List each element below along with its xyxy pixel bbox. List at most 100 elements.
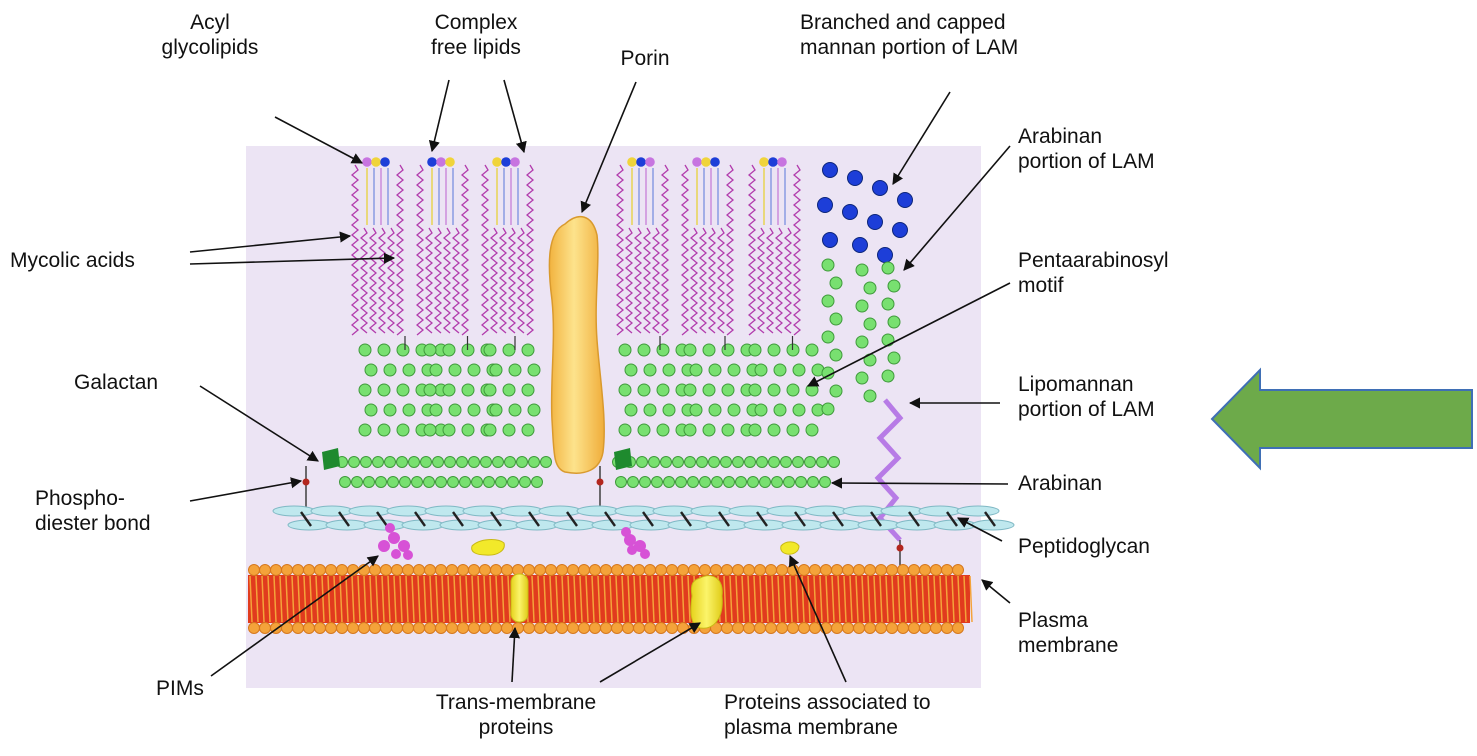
label-membrane-proteins: Proteins associated to plasma membrane [724, 690, 994, 740]
lipid-head-inner [656, 623, 667, 634]
glycan-strand [577, 506, 619, 516]
arabinose-bead [768, 384, 780, 396]
lipid-head-inner [249, 623, 260, 634]
arabinose-bead [522, 424, 534, 436]
label-galactan: Galactan [74, 370, 204, 395]
arabinose-bead [532, 477, 543, 488]
lipid-head-outer [370, 565, 381, 576]
lipid-head [627, 157, 637, 167]
mannose-bead [873, 181, 888, 196]
arabinose-bead [430, 364, 442, 376]
glycan-strand [881, 506, 923, 516]
lipid-head-outer [403, 565, 414, 576]
arabinose-bead [397, 384, 409, 396]
glycan-strand [349, 506, 391, 516]
lipid-head-outer [436, 565, 447, 576]
arabinose-bead [481, 457, 492, 468]
lipid-head-outer [414, 565, 425, 576]
lipid-head-outer [909, 565, 920, 576]
lipid-head-outer [645, 565, 656, 576]
glycan-strand [805, 506, 847, 516]
arabinose-bead [793, 457, 804, 468]
arabinose-bead [888, 316, 900, 328]
arabinose-bead [628, 477, 639, 488]
lipid-head-outer [480, 565, 491, 576]
lipid-head-inner [414, 623, 425, 634]
arabinose-bead [508, 477, 519, 488]
lipid-head-inner [843, 623, 854, 634]
arabinose-bead [709, 457, 720, 468]
lipid-head-outer [249, 565, 260, 576]
arabinose-bead [349, 457, 360, 468]
arabinose-bead [352, 477, 363, 488]
arabinose-bead [749, 384, 761, 396]
lipid-head [436, 157, 446, 167]
glycan-strand [615, 506, 657, 516]
arabinose-bead [638, 384, 650, 396]
lipid-head-inner [612, 623, 623, 634]
arabinose-bead [690, 404, 702, 416]
arabinose-bead [793, 404, 805, 416]
mannose-bead [878, 248, 893, 263]
arabinose-bead [616, 477, 627, 488]
arabinose-bead [806, 424, 818, 436]
lipid-head-outer [612, 565, 623, 576]
glycan-strand [691, 506, 733, 516]
arabinose-bead [856, 372, 868, 384]
arabinose-bead [787, 384, 799, 396]
lipid-head-outer [678, 565, 689, 576]
arabinose-bead [657, 384, 669, 396]
label-pims: PIMs [156, 676, 236, 701]
lipid-head-inner [293, 623, 304, 634]
arabinose-bead [517, 457, 528, 468]
arabinose-bead [462, 384, 474, 396]
lipid-head-outer [898, 565, 909, 576]
mannose-bead [823, 233, 838, 248]
arabinose-bead [685, 457, 696, 468]
lipid-head-inner [359, 623, 370, 634]
arabinose-bead [541, 457, 552, 468]
lipid-head-outer [854, 565, 865, 576]
arabinose-bead [722, 384, 734, 396]
phosphodiester-dot [597, 479, 604, 486]
arabinose-bead [882, 334, 894, 346]
arabinose-bead [755, 404, 767, 416]
lipid-head [427, 157, 437, 167]
lipid-head [501, 157, 511, 167]
arabinose-bead [359, 344, 371, 356]
lipid-head-inner [315, 623, 326, 634]
lipid-head [510, 157, 520, 167]
lipid-head-inner [634, 623, 645, 634]
arabinose-bead [736, 477, 747, 488]
lipid-head-outer [920, 565, 931, 576]
lipid-head-inner [469, 623, 480, 634]
arabinose-bead [361, 457, 372, 468]
lipid-head-outer [381, 565, 392, 576]
arabinose-bead [703, 384, 715, 396]
lipid-head-outer [590, 565, 601, 576]
arabinose-bead [443, 344, 455, 356]
lipid-head-outer [392, 565, 403, 576]
arabinose-bead [403, 364, 415, 376]
arabinose-bead [649, 457, 660, 468]
arabinose-bead [472, 477, 483, 488]
arabinose-bead [856, 300, 868, 312]
arabinose-bead [709, 364, 721, 376]
lipid-head-outer [535, 565, 546, 576]
label-arabinan: Arabinan [1018, 471, 1158, 496]
glycan-strand [919, 506, 961, 516]
arabinose-bead [625, 404, 637, 416]
lipid-head-inner [502, 623, 513, 634]
glycan-strand [311, 506, 353, 516]
lipid-head-outer [810, 565, 821, 576]
arabinose-bead [806, 384, 818, 396]
lipid-head-inner [832, 623, 843, 634]
lipid-head-inner [722, 623, 733, 634]
glycan-strand [539, 506, 581, 516]
label-acyl-glycolipids: Acyl glycolipids [150, 10, 270, 60]
lipid-head-inner [436, 623, 447, 634]
arabinose-bead [522, 344, 534, 356]
arabinose-bead [359, 424, 371, 436]
porin-protein [549, 217, 604, 474]
